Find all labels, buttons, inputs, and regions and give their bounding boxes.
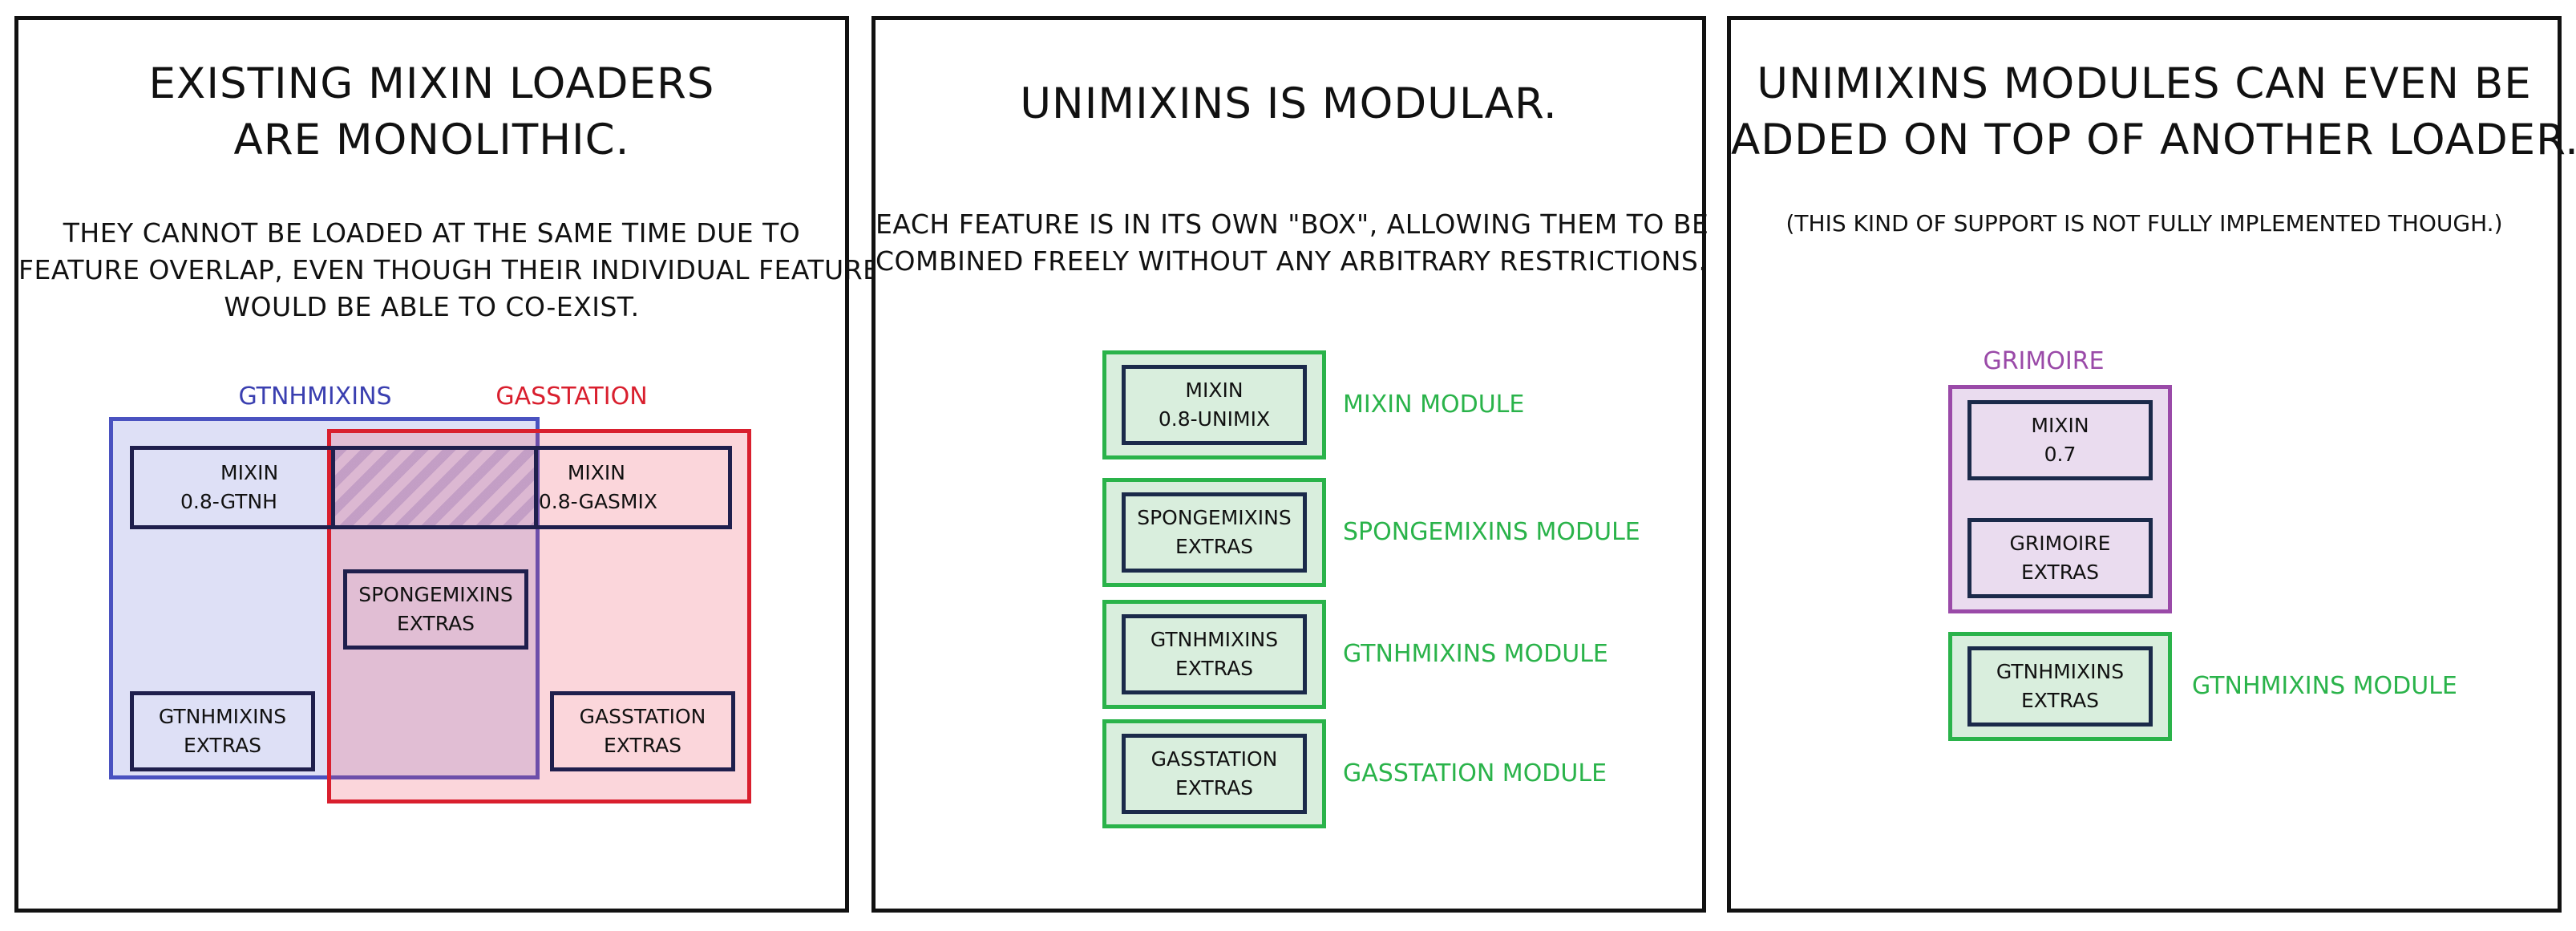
module-spongemixins-line2: EXTRAS <box>1175 535 1254 558</box>
module-spongemixins-inner: SPONGEMIXINS EXTRAS <box>1122 492 1307 573</box>
gasstation-extras-line2: EXTRAS <box>603 734 682 757</box>
panel1-subtitle-line1: THEY CANNOT BE LOADED AT THE SAME TIME D… <box>63 217 801 249</box>
gasstation-extras-line1: GASSTATION <box>579 705 706 728</box>
panel3-note: (THIS KIND OF SUPPORT IS NOT FULLY IMPLE… <box>1785 210 2503 237</box>
panel3-gtnhmixins-inner: GTNHMIXINS EXTRAS <box>1967 646 2153 727</box>
grimoire-extras-line2: EXTRAS <box>2020 561 2100 584</box>
panel1-title-line1: EXISTING MIXIN LOADERS <box>148 59 715 108</box>
gasstation-region <box>327 429 751 803</box>
grimoire-extras-box: GRIMOIRE EXTRAS <box>1967 518 2153 598</box>
overlap-hatch <box>334 450 534 525</box>
gtnhmixins-extras-box: GTNHMIXINS EXTRAS <box>130 691 315 771</box>
grimoire-mixin-box: MIXIN 0.7 <box>1967 400 2153 480</box>
spongemixins-extras-box: SPONGEMIXINS EXTRAS <box>343 569 528 650</box>
panel-modular: UNIMIXINS IS MODULAR. EACH FEATURE IS IN… <box>871 16 1709 913</box>
module-mixin-line2: 0.8-UNIMIX <box>1158 407 1271 431</box>
gtnhmixins-group-label: GTNHMIXINS <box>238 383 392 411</box>
module-gasstation-outer: GASSTATION EXTRAS <box>1102 719 1326 828</box>
grimoire-mixin-line2: 0.7 <box>2044 443 2077 466</box>
module-gtnhmixins-inner: GTNHMIXINS EXTRAS <box>1122 614 1307 694</box>
gasstation-extras-box: GASSTATION EXTRAS <box>550 691 735 771</box>
module-gtnhmixins-line1: GTNHMIXINS <box>1150 628 1279 651</box>
gtnhmixins-extras-line2: EXTRAS <box>183 734 262 757</box>
grimoire-outer: MIXIN 0.7 GRIMOIRE EXTRAS <box>1948 385 2172 613</box>
module-spongemixins-label: SPONGEMIXINS MODULE <box>1343 518 1640 546</box>
panel3-gtnhmixins-line1: GTNHMIXINS <box>1996 660 2125 683</box>
grimoire-label: GRIMOIRE <box>1983 347 2105 375</box>
module-gasstation-line2: EXTRAS <box>1175 776 1254 799</box>
gtnhmixins-extras-line1: GTNHMIXINS <box>158 705 287 728</box>
module-gtnhmixins-outer: GTNHMIXINS EXTRAS <box>1102 600 1326 709</box>
module-gtnhmixins-label: GTNHMIXINS MODULE <box>1343 640 1608 668</box>
panel3-title-line1: UNIMIXINS MODULES CAN EVEN BE <box>1757 59 2532 108</box>
module-gasstation-inner: GASSTATION EXTRAS <box>1122 734 1307 814</box>
mixin-gtnh-line1: MIXIN <box>220 461 279 484</box>
module-spongemixins-outer: SPONGEMIXINS EXTRAS <box>1102 478 1326 587</box>
panel-monolithic: EXISTING MIXIN LOADERS ARE MONOLITHIC. T… <box>14 16 897 913</box>
panel3-gtnhmixins-outer: GTNHMIXINS EXTRAS <box>1948 632 2172 741</box>
grimoire-mixin-line1: MIXIN <box>2031 414 2089 437</box>
mixin-gasmix-line1: MIXIN <box>567 461 625 484</box>
module-gasstation-label: GASSTATION MODULE <box>1343 759 1607 787</box>
module-spongemixins-line1: SPONGEMIXINS <box>1137 506 1292 529</box>
mixin-gtnh-line2: 0.8-GTNH <box>180 490 277 513</box>
spongemixins-line2: EXTRAS <box>396 612 475 635</box>
spongemixins-line1: SPONGEMIXINS <box>358 583 513 606</box>
module-gasstation-line1: GASSTATION <box>1151 747 1278 771</box>
module-mixin-outer: MIXIN 0.8-UNIMIX <box>1102 350 1326 459</box>
panel-on-top-of-loader: UNIMIXINS MODULES CAN EVEN BE ADDED ON T… <box>1727 16 2576 913</box>
panel1-title-line2: ARE MONOLITHIC. <box>233 115 630 164</box>
module-mixin-line1: MIXIN <box>1185 378 1244 402</box>
module-gtnhmixins-line2: EXTRAS <box>1175 657 1254 680</box>
panel3-gtnhmixins-module-label: GTNHMIXINS MODULE <box>2192 672 2457 700</box>
gtnhmixins-region <box>109 417 540 779</box>
mixin-gasmix-line2: 0.8-GASMIX <box>538 490 657 513</box>
panel2-title: UNIMIXINS IS MODULAR. <box>1020 79 1558 128</box>
grimoire-extras-line1: GRIMOIRE <box>2009 532 2111 555</box>
panel2-subtitle-line2: COMBINED FREELY WITHOUT ANY ARBITRARY RE… <box>876 245 1708 277</box>
module-mixin-label: MIXIN MODULE <box>1343 391 1525 419</box>
gasstation-group-label: GASSTATION <box>495 383 648 411</box>
panel3-title-line2: ADDED ON TOP OF ANOTHER LOADER. <box>1731 115 2576 164</box>
panel2-subtitle-line1: EACH FEATURE IS IN ITS OWN "BOX", ALLOWI… <box>876 208 1709 240</box>
panel1-subtitle-line2: FEATURE OVERLAP, EVEN THOUGH THEIR INDIV… <box>18 254 897 285</box>
module-mixin-inner: MIXIN 0.8-UNIMIX <box>1122 365 1307 445</box>
panel3-gtnhmixins-line2: EXTRAS <box>2020 689 2100 712</box>
mixin-gasmix-box: MIXIN 0.8-GASMIX <box>331 446 732 529</box>
panel1-subtitle-line3: WOULD BE ABLE TO CO-EXIST. <box>224 291 640 322</box>
